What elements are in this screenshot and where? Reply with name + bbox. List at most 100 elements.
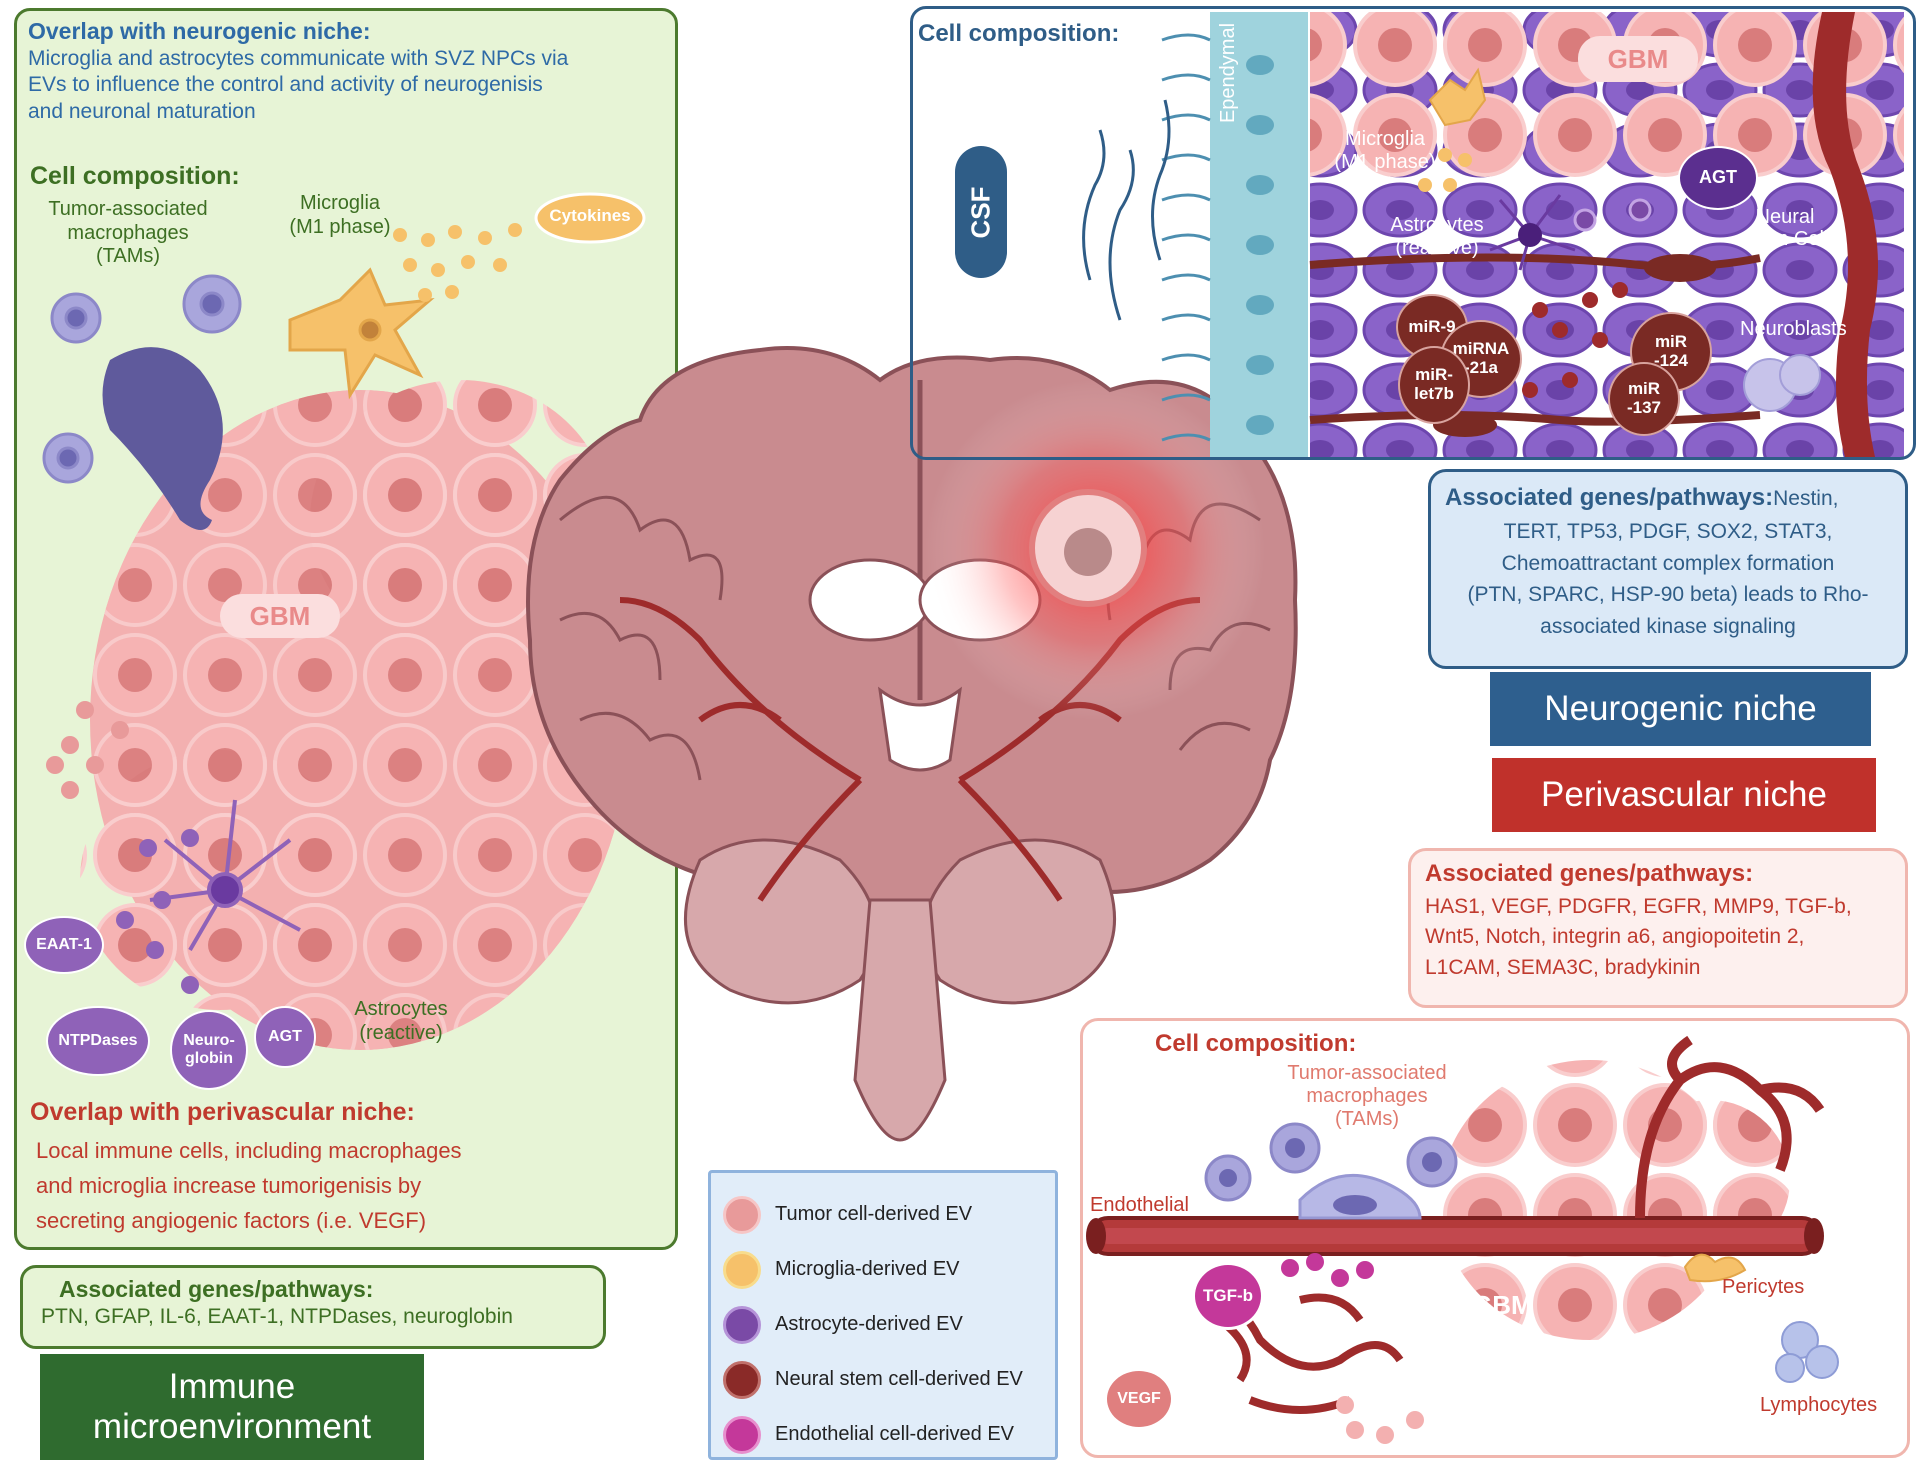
legend-item: Tumor cell-derived EV <box>723 1187 1043 1242</box>
neurogenic-agt-pill: AGT <box>1678 146 1758 210</box>
neurogenic-genes-first: Nestin, <box>1773 487 1839 510</box>
immune-title-line: Immune <box>168 1366 296 1406</box>
legend-dot-icon <box>723 1415 761 1454</box>
tam-cells <box>42 274 242 484</box>
neurogenic-microglia-label: Microglia (M1 phase) <box>1320 128 1450 174</box>
overlap-perivascular-line: and microglia increase tumorigenisis by <box>36 1172 422 1198</box>
microglia-label-line: (M1 phase) <box>289 215 391 238</box>
nsc-label-line: Stem Cell <box>1741 228 1829 250</box>
let7b-pill: miR-let7b <box>1398 346 1470 424</box>
legend-label: Tumor cell-derived EV <box>775 1203 973 1225</box>
immune-genes-title: Associated genes/pathways: <box>59 1276 374 1302</box>
overlap-neurogenic-title: Overlap with neurogenic niche: <box>28 18 371 44</box>
neurogenic-genes-line: associated kinase signaling <box>1540 614 1796 638</box>
neurogenic-microglia-line: Microglia <box>1344 128 1426 150</box>
immune-genes-text: PTN, GFAP, IL-6, EAAT-1, NTPDases, neuro… <box>41 1305 513 1328</box>
microglia-label-line: Microglia <box>299 192 381 214</box>
legend-label: Microglia-derived EV <box>775 1258 960 1280</box>
tam-label: Tumor-associated macrophages (TAMs) <box>28 198 228 269</box>
legend-item: Neural stem cell-derived EV <box>723 1352 1043 1407</box>
neurogenic-art <box>1082 12 1904 457</box>
neurogenic-section-title: Neurogenic niche <box>1490 672 1871 746</box>
neuroglobin-line: globin <box>185 1050 233 1067</box>
let7b-line: let7b <box>1414 384 1454 403</box>
neurogenic-niche-panel <box>910 6 1916 460</box>
neurogenic-astrocytes-line: Astrocytes <box>1390 214 1484 236</box>
tumor-ev-dots <box>46 701 129 799</box>
let7b-line: miR- <box>1415 365 1453 385</box>
nsc-label: Neural Stem Cell <box>1720 206 1850 250</box>
legend-item: Endothelial cell-derived EV <box>723 1407 1043 1462</box>
overlap-neurogenic-text: Microglia and astrocytes communicate wit… <box>28 46 648 125</box>
lymphocytes-label: Lymphocytes <box>1760 1394 1878 1416</box>
tgfb-pill: TGF-b <box>1192 1262 1264 1330</box>
perivascular-section-title: Perivascular niche <box>1492 758 1876 832</box>
neurogenic-astrocytes-line: (reactive) <box>1395 237 1479 259</box>
astrocytes-label-line: (reactive) <box>359 1021 443 1044</box>
overlap-neurogenic-line: EVs to influence the control and activit… <box>28 73 543 97</box>
microglia-label: Microglia (M1 phase) <box>260 192 420 239</box>
overlap-perivascular-title: Overlap with perivascular niche: <box>30 1098 415 1126</box>
tam-label-line: macrophages <box>67 221 189 244</box>
csf-text: CSF <box>965 186 996 238</box>
mir137-pill: miR-137 <box>1608 362 1680 436</box>
perivascular-genes-line: HAS1, VEGF, PDGFR, EGFR, MMP9, TGF-b, <box>1425 894 1852 918</box>
macrophage-cell <box>102 347 223 530</box>
mir21a-line: -21a <box>1463 358 1498 377</box>
legend-dot-icon <box>723 1305 761 1344</box>
endothelial-label: Endothelial <box>1090 1194 1189 1216</box>
legend-item: Microglia-derived EV <box>723 1242 1043 1297</box>
tam-label-line: (TAMs) <box>95 245 161 268</box>
neuroblasts-label: Neuroblasts <box>1740 318 1847 340</box>
mir124-line: miR <box>1654 332 1688 352</box>
astrocytes-label-line: Astrocytes <box>354 998 448 1020</box>
mir21a-line: miRNA <box>1452 339 1510 359</box>
immune-title-line: microenvironment <box>92 1407 372 1446</box>
immune-genes-box: Associated genes/pathways: PTN, GFAP, IL… <box>20 1265 606 1349</box>
neurogenic-genes-line: TERT, TP53, PDGF, SOX2, STAT3, <box>1503 520 1833 543</box>
mir137-line: miR <box>1627 379 1661 399</box>
mir137-line: -137 <box>1626 398 1662 417</box>
csf-label: CSF <box>955 146 1007 278</box>
perivascular-cell-composition-title: Cell composition: <box>1155 1030 1357 1057</box>
neurogenic-genes-line: Chemoattractant complex formation <box>1501 551 1835 575</box>
neurogenic-genes-line: (PTN, SPARC, HSP-90 beta) leads to Rho- <box>1467 583 1869 606</box>
tam-label-line: Tumor-associated <box>48 198 208 220</box>
legend-item: Astrocyte-derived EV <box>723 1297 1043 1352</box>
immune-cell-composition-title: Cell composition: <box>30 162 240 190</box>
perivascular-niche-panel <box>1080 1018 1910 1458</box>
cytokine-dots <box>393 223 522 302</box>
legend-dot-icon <box>723 1360 761 1399</box>
perivascular-tam-line: (TAMs) <box>1334 1108 1400 1130</box>
legend-dot-icon <box>723 1195 761 1234</box>
legend-label: Endothelial cell-derived EV <box>775 1423 1015 1445</box>
overlap-perivascular-line: Local immune cells, including macrophage… <box>36 1138 462 1163</box>
perivascular-gbm-label: GBM <box>1472 1290 1533 1320</box>
perivascular-tam-line: Tumor-associated <box>1287 1062 1447 1084</box>
perivascular-genes-line: L1CAM, SEMA3C, bradykinin <box>1425 955 1701 979</box>
astro-ev-dots <box>116 829 199 994</box>
microglia-cell <box>288 267 435 400</box>
astrocytes-label: Astrocytes (reactive) <box>326 998 476 1045</box>
overlap-perivascular-text: Local immune cells, including macrophage… <box>36 1134 656 1238</box>
pericytes-label: Pericytes <box>1722 1276 1805 1298</box>
legend-dot-icon <box>723 1250 761 1289</box>
neurogenic-gbm-tag: GBM <box>1578 36 1698 82</box>
ntpdases-pill: NTPDases <box>46 1006 150 1076</box>
neurogenic-cell-composition-title: Cell composition: <box>918 20 1120 47</box>
agt-pill: AGT <box>254 1006 316 1068</box>
overlap-perivascular-line: secreting angiogenic factors (i.e. VEGF) <box>36 1207 427 1233</box>
neurogenic-genes-box: Associated genes/pathways:Nestin, TERT, … <box>1428 469 1908 669</box>
perivascular-genes-box: Associated genes/pathways: HAS1, VEGF, P… <box>1408 848 1908 1008</box>
neurogenic-genes-head: Associated genes/pathways:Nestin, <box>1445 480 1891 516</box>
overlap-neurogenic-line: and neuronal maturation <box>28 99 256 123</box>
left-gbm-tag: GBM <box>220 594 340 638</box>
ependymal-label: Ependymal <box>1217 22 1239 124</box>
astrocyte-cell <box>149 799 301 952</box>
neurogenic-genes-title: Associated genes/pathways: <box>1445 484 1774 511</box>
overlap-neurogenic-line: Microglia and astrocytes communicate wit… <box>28 47 569 70</box>
neuroglobin-line: Neuro- <box>183 1032 235 1050</box>
perivascular-art <box>1086 1035 1839 1444</box>
legend-label: Neural stem cell-derived EV <box>775 1368 1023 1390</box>
